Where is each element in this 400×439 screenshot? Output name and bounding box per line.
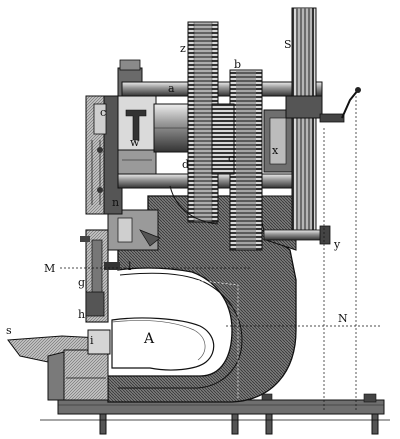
guide-lines (60, 92, 380, 410)
anvil-die-bed (7, 329, 111, 401)
label-M: M (44, 262, 55, 275)
label-i: i (90, 334, 94, 347)
label-c-left: c (100, 106, 106, 119)
label-z: z (180, 42, 186, 55)
label-l: l (128, 260, 132, 273)
upper-head-block (117, 59, 157, 187)
label-c-gear: c (228, 152, 234, 165)
label-h: h (78, 308, 85, 321)
crank-handle (319, 87, 361, 123)
label-A: A (143, 331, 155, 347)
label-w: w (130, 136, 140, 149)
label-g: g (78, 276, 85, 289)
upper-shaft-a (121, 81, 323, 97)
label-d: d (182, 158, 189, 171)
label-b: b (234, 58, 241, 71)
bracket-x (263, 109, 293, 173)
label-a: a (168, 82, 175, 95)
label-S-top: S (284, 38, 292, 51)
eccentric-drum (153, 103, 189, 153)
gear-c (211, 103, 235, 175)
figure-labels: z S a b c w c x d n y M g h N A i s l (6, 38, 348, 347)
label-N: N (338, 312, 348, 325)
gear-b (229, 69, 263, 251)
ram-slide (85, 209, 161, 323)
label-s-bottom: s (6, 324, 12, 337)
label-n: n (112, 196, 119, 209)
label-x: x (272, 144, 279, 157)
flywheel (285, 7, 323, 231)
label-y: y (333, 238, 341, 251)
rod-y (263, 225, 331, 245)
